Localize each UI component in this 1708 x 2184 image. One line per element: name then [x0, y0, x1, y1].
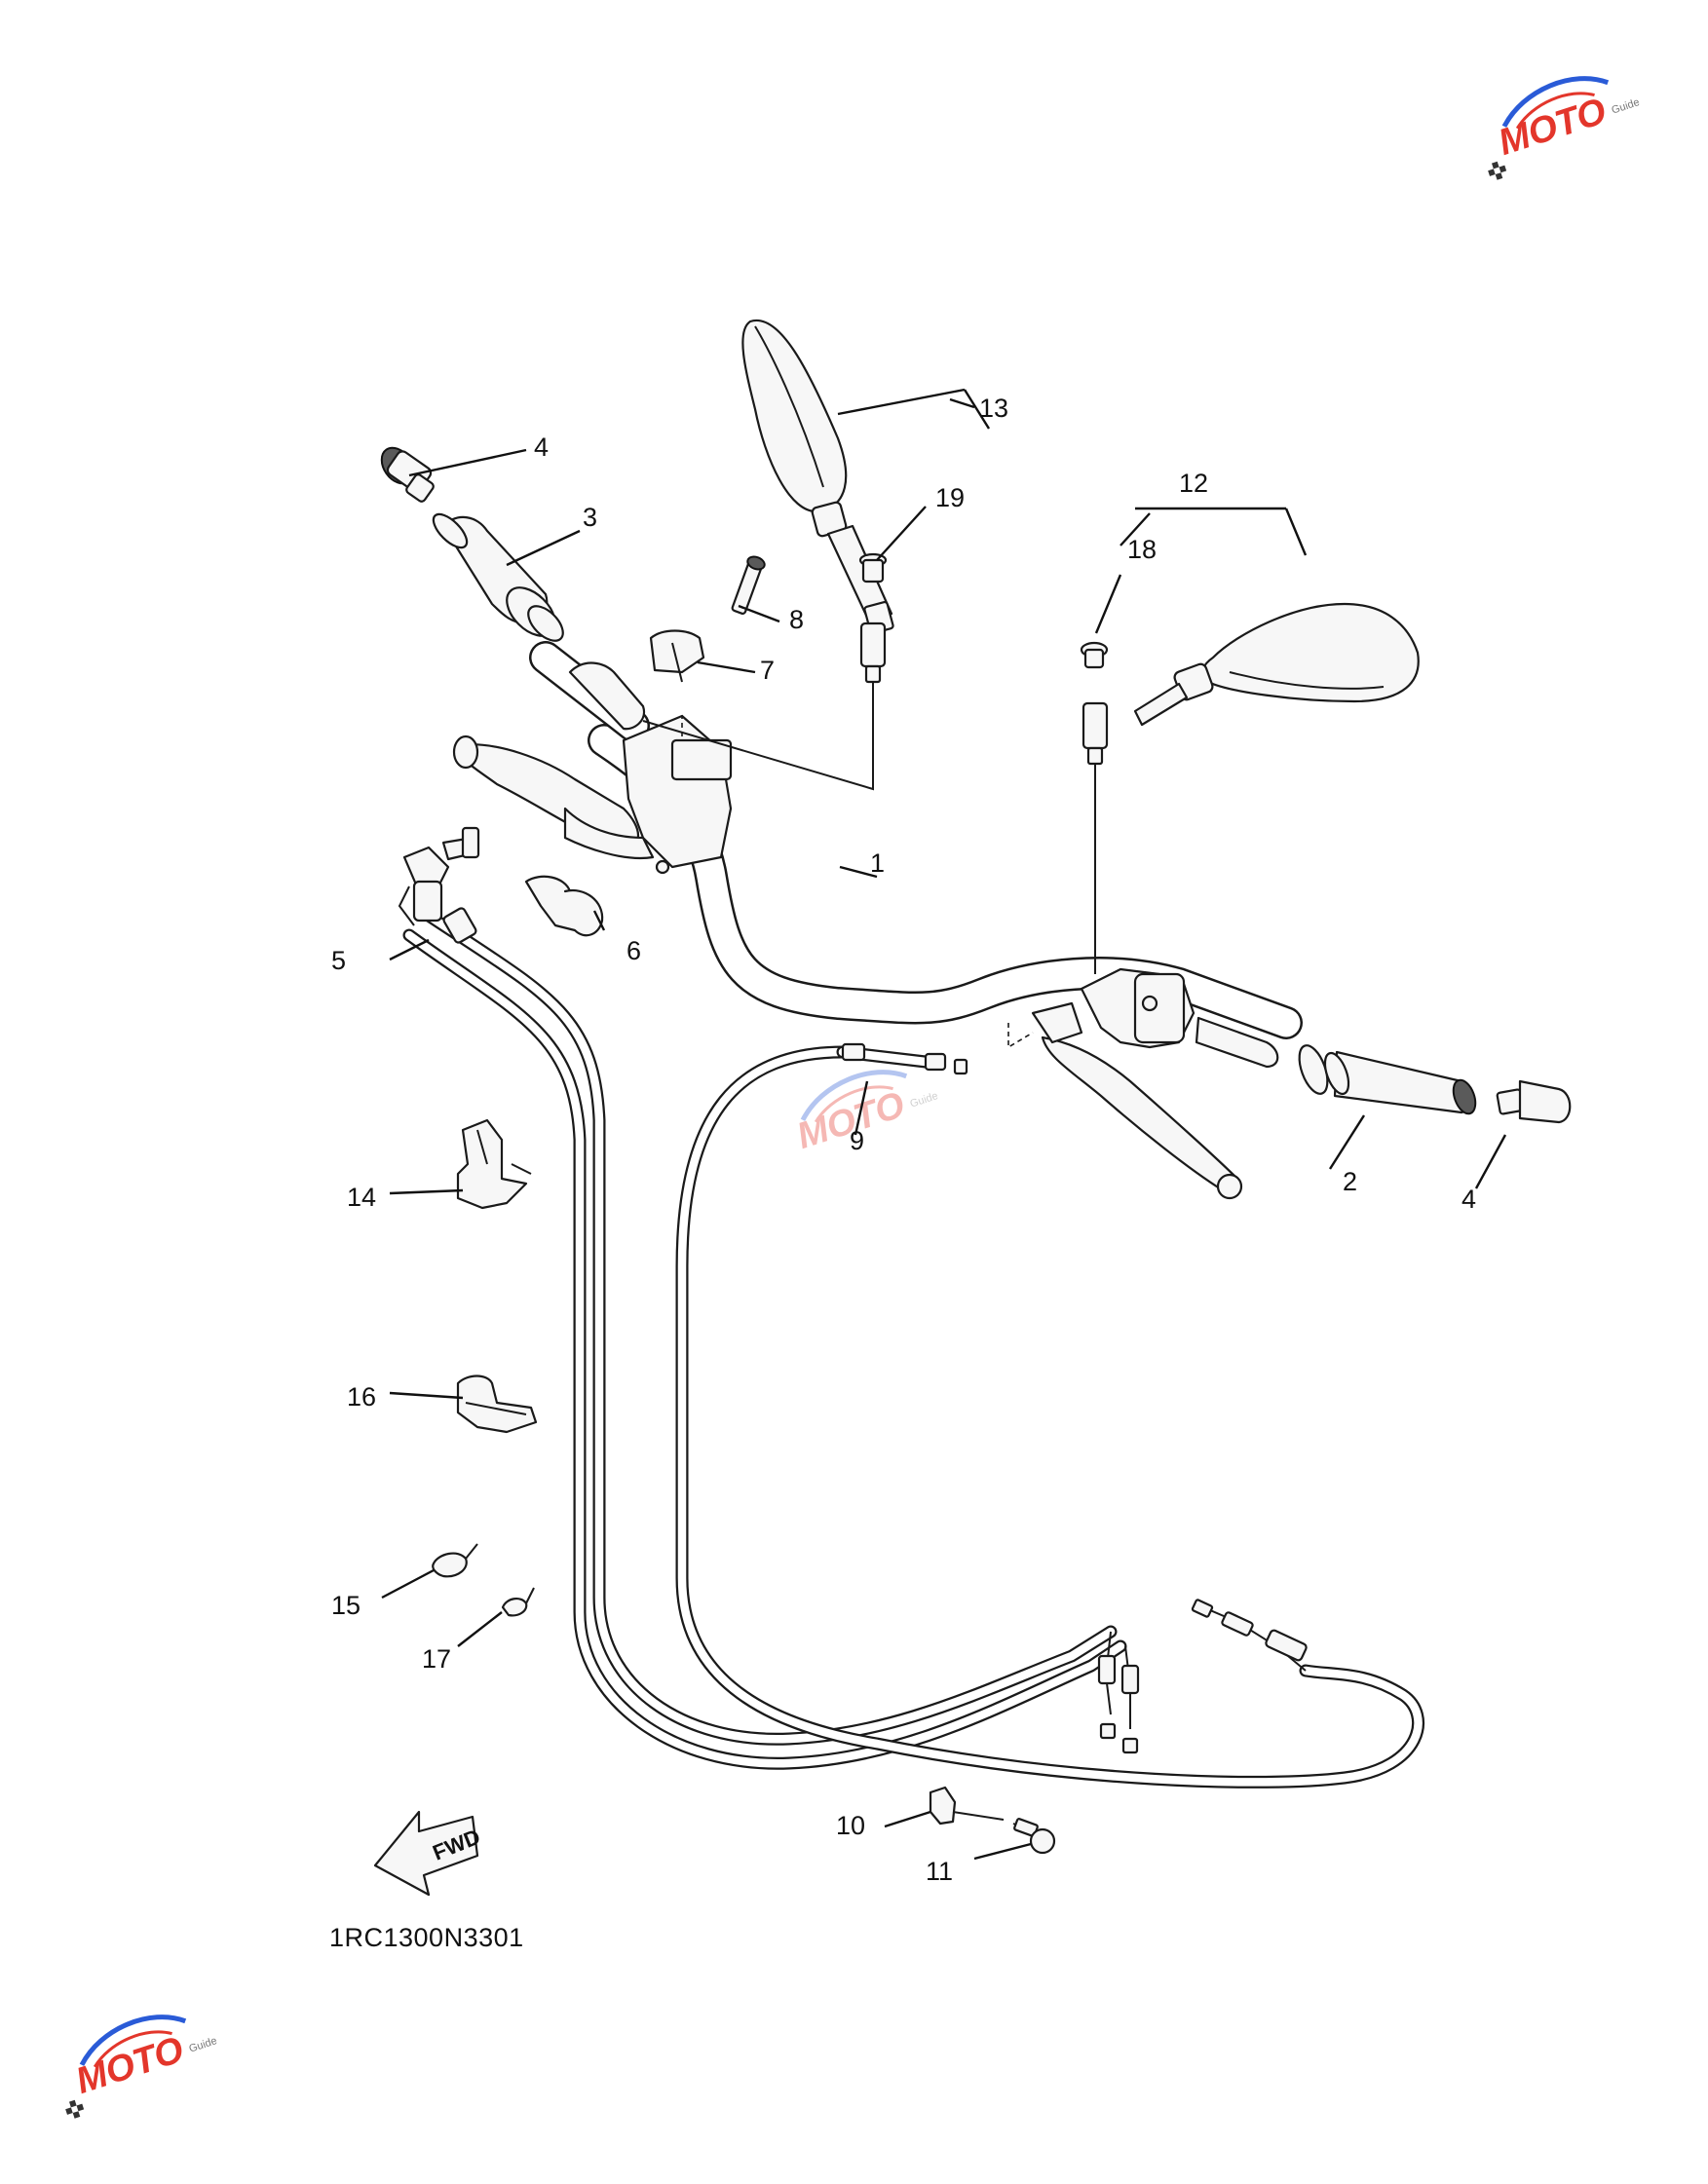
callout-7: 7	[760, 656, 775, 685]
throttle-cable-ends	[1097, 1631, 1140, 1754]
callout-6: 6	[626, 936, 641, 965]
watermark-center: MOTO Guide	[792, 1070, 940, 1157]
callout-3: 3	[583, 503, 597, 532]
callout-8: 8	[789, 605, 804, 634]
callout-5: 5	[331, 946, 346, 975]
throttle-grip	[432, 512, 564, 642]
callout-2: 2	[1343, 1167, 1357, 1196]
left-lever	[452, 734, 655, 860]
watermark-subtext: Guide	[909, 1090, 940, 1110]
watermark-top-right: MOTO Guide	[1488, 76, 1642, 180]
clutch-cable-end	[836, 1042, 968, 1075]
right-switch-housing	[1007, 967, 1196, 1049]
watermark-bottom-left: MOTO Guide	[65, 2015, 219, 2119]
cable-guide-16	[456, 1374, 538, 1434]
right-mirror	[1133, 602, 1420, 727]
throttle-cable-housing	[398, 826, 480, 944]
callout-labels: 1 2 3 4 4 5 6 7 8 9 10 11 12 13 14 15 16…	[331, 394, 1476, 1886]
cable-guide-14	[456, 1118, 532, 1210]
throttle-sleeve	[568, 661, 646, 731]
watermark-text: MOTO	[71, 2029, 189, 2102]
callout-11: 11	[926, 1857, 953, 1886]
callout-15: 15	[331, 1591, 361, 1620]
watermark-text: MOTO	[1494, 91, 1612, 164]
diagram-code: 1RC1300N3301	[329, 1923, 524, 1952]
leader-lines	[381, 388, 1507, 1861]
master-cylinder-clamp	[649, 629, 705, 683]
watermark-subtext: Guide	[1611, 96, 1642, 116]
callout-19: 19	[935, 483, 965, 512]
forward-arrow: FWD	[373, 1810, 483, 1897]
clip-10	[929, 1786, 1005, 1826]
screw-11	[1012, 1818, 1056, 1855]
callout-16: 16	[347, 1382, 376, 1412]
cable-tie-15	[432, 1543, 478, 1578]
mirror-adapter-right	[1080, 641, 1109, 974]
right-grip	[1195, 1016, 1477, 1115]
callout-18: 18	[1127, 535, 1157, 564]
right-clutch-lever	[1031, 1001, 1243, 1200]
left-mirror	[741, 319, 894, 635]
callout-17: 17	[422, 1644, 451, 1674]
cable-tie-17	[501, 1587, 535, 1617]
callout-12: 12	[1179, 469, 1208, 498]
clutch-holder-bracket	[524, 875, 604, 937]
callout-10: 10	[836, 1811, 865, 1840]
watermark-subtext: Guide	[188, 2035, 219, 2054]
callout-4-right: 4	[1461, 1185, 1476, 1214]
clamp-screw	[731, 555, 766, 615]
end-weight-left	[380, 446, 435, 503]
callout-1: 1	[870, 848, 885, 878]
mirror-adapter-left	[642, 552, 888, 791]
end-weight-right	[1496, 1079, 1572, 1124]
callout-4-left: 4	[534, 433, 549, 462]
callout-13: 13	[979, 394, 1008, 423]
left-switch-housing	[622, 714, 733, 875]
clutch-cable	[675, 1045, 1424, 1789]
callout-9: 9	[850, 1126, 864, 1155]
callout-14: 14	[347, 1183, 376, 1212]
throttle-cables	[402, 909, 1127, 1770]
